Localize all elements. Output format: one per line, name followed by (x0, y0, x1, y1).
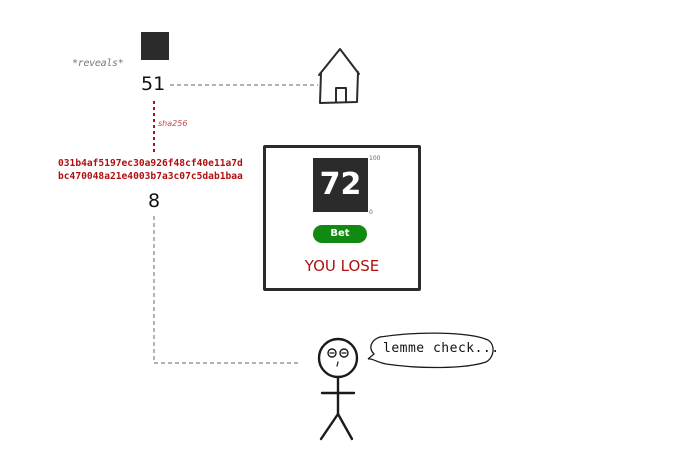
scale-min: 0 (369, 209, 373, 216)
hash-line-1: 031b4af5197ec30a926f48cf40e11a7d (58, 158, 243, 169)
scale-max: 100 (369, 155, 381, 162)
roll-display: 72 (313, 158, 368, 212)
bet-button[interactable]: Bet (313, 225, 367, 243)
hash-value: 031b4af5197ec30a926f48cf40e11a7d bc47004… (58, 157, 243, 183)
stick-figure-icon (317, 337, 359, 441)
server-seed-square (141, 32, 169, 60)
hash-line-2: bc470048a21e4003b7a3c07c5dab1baa (58, 171, 243, 182)
reveals-label: *reveals* (72, 58, 124, 69)
speech-bubble (367, 332, 494, 369)
result-text: YOU LOSE (304, 257, 380, 275)
sha256-label: sha256 (158, 119, 188, 128)
speech-text: lemme check... (383, 341, 500, 356)
server-seed-number: 51 (141, 73, 166, 95)
connector-to-person (153, 216, 300, 364)
client-number: 8 (148, 190, 161, 212)
house-icon (318, 48, 360, 104)
